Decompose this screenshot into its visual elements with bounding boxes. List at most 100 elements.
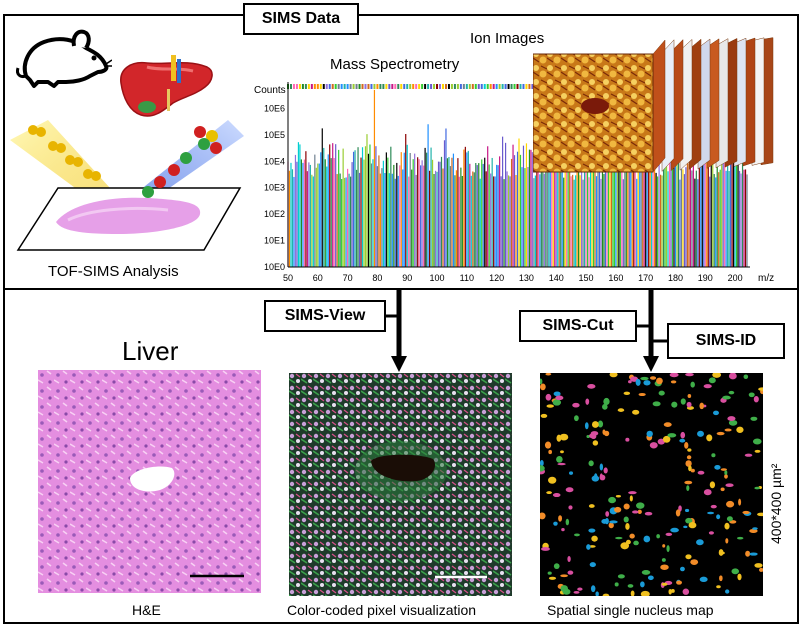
nucleus-mark (629, 533, 635, 539)
nucleus-mark (625, 539, 631, 545)
nucleus-mark (555, 395, 564, 401)
ion-channel-marker (465, 84, 468, 89)
nucleus-mark (687, 393, 692, 398)
nucleus-mark (699, 576, 708, 582)
nucleus-mark (640, 376, 649, 381)
x-tick-label: 110 (460, 273, 474, 283)
nucleus-mark (641, 570, 651, 575)
ion-image-stack (533, 37, 774, 173)
nucleus-mark (605, 511, 610, 517)
y-tick-label: 10E2 (264, 209, 285, 219)
nucleus-mark (561, 528, 565, 532)
ion-channel-marker (433, 84, 436, 89)
nucleus-mark (685, 554, 692, 560)
nucleus-mark (688, 465, 692, 472)
ion-channel-marker (355, 84, 358, 89)
nucleus-mark (697, 470, 705, 475)
he-stain-image (38, 370, 261, 593)
ion-channel-marker (295, 84, 298, 89)
nucleus-mark (719, 575, 723, 582)
nucleus-mark (599, 474, 606, 481)
liver-organ-icon (120, 55, 213, 117)
nucleus-mark (591, 421, 599, 428)
y-tick-label: 10E1 (264, 236, 285, 246)
nucleus-mark (591, 535, 598, 542)
ion-channel-marker (358, 84, 361, 89)
nucleus-mark (545, 373, 552, 376)
nucleus-mark (718, 549, 724, 556)
nucleus-mark (753, 395, 759, 403)
ion-channel-marker (310, 84, 313, 89)
ion-channel-marker (370, 84, 373, 89)
nucleus-mark (585, 398, 590, 405)
nucleus-mark (623, 391, 631, 396)
ion-channel-marker (292, 84, 295, 89)
nucleus-mark (603, 467, 608, 474)
nucleus-mark (608, 522, 614, 529)
nucleus-mark (541, 547, 550, 551)
nucleus-mark (727, 416, 736, 422)
nucleus-mark (707, 511, 715, 515)
ion-channel-marker (298, 84, 301, 89)
nucleus-mark (703, 489, 712, 496)
nucleus-mark (712, 373, 722, 378)
nucleus-mark (540, 459, 544, 467)
nucleus-mark (548, 576, 557, 580)
nucleus-mark (559, 433, 569, 441)
nucleus-mark (640, 581, 645, 588)
nucleus-mark (669, 373, 679, 378)
nucleus-mark (670, 527, 679, 533)
nucleus-mark (680, 431, 686, 439)
ion-channel-marker (504, 84, 507, 89)
ion-channel-marker (486, 84, 489, 89)
ion-channel-marker (307, 84, 310, 89)
nucleus-mark (666, 545, 670, 553)
ion-channel-marker (319, 84, 322, 89)
nucleus-mark (725, 589, 730, 594)
nucleus-mark (640, 590, 650, 596)
nucleus-mark (726, 500, 735, 508)
nucleus-mark (661, 582, 668, 586)
ion-channel-marker (379, 84, 382, 89)
nucleus-mark (684, 508, 690, 513)
nucleus-mark (688, 522, 697, 529)
nucleus-mark (560, 574, 568, 578)
sims-view-box: SIMS-View (264, 300, 386, 332)
nucleus-mark (726, 516, 733, 522)
nucleus-mark (658, 390, 665, 396)
nucleus-mark (748, 392, 755, 398)
nucleus-mark (690, 559, 699, 566)
nucleus-mark (725, 483, 734, 488)
nucleus-mark (743, 374, 749, 380)
nucleus-mark (540, 383, 546, 391)
x-tick-label: 140 (549, 273, 564, 283)
nucleus-mark (553, 521, 558, 526)
nucleus-mark (540, 413, 548, 418)
nucleus-mark (690, 381, 695, 388)
nucleus-mark (628, 380, 632, 384)
nucleus-mark (736, 426, 744, 433)
nucleus-mark (633, 540, 639, 546)
ion-channel-marker (483, 84, 486, 89)
nucleus-mark (602, 403, 608, 410)
nucleus-mark (647, 575, 654, 581)
nucleus-mark (714, 464, 721, 470)
nucleus-mark (557, 462, 566, 466)
nucleus-mark (697, 430, 704, 437)
nucleus-mark (573, 590, 580, 594)
x-tick-label: 60 (313, 273, 323, 283)
nucleus-mark (749, 528, 758, 534)
nucleus-mark (696, 539, 704, 546)
nucleus-mark (685, 373, 694, 377)
nucleus-mark (558, 515, 563, 522)
nucleus-mark (708, 377, 716, 384)
nucleus-mark (728, 419, 738, 426)
ion-channel-marker (400, 84, 403, 89)
ion-channel-marker (391, 84, 394, 89)
ion-channel-marker (343, 84, 346, 89)
sims-cut-box: SIMS-Cut (519, 310, 637, 342)
ion-channel-marker (403, 84, 406, 89)
x-axis-label: m/z (758, 273, 774, 284)
nucleus-mark (758, 387, 763, 391)
nucleus-mark (614, 506, 622, 513)
